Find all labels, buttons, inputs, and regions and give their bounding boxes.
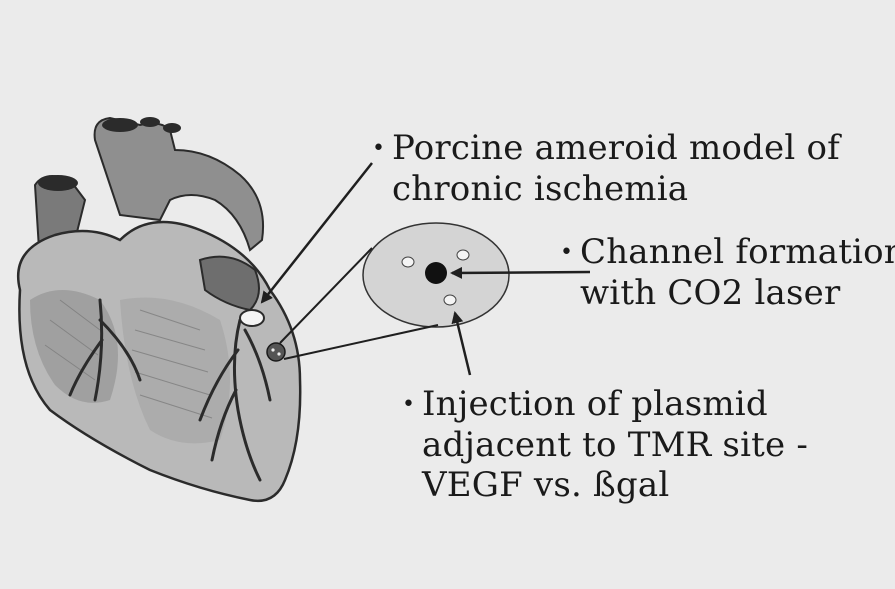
- annotation-line: Injection of plasmid: [422, 384, 768, 424]
- annotation-injection: •Injection of plasmid adjacent to TMR si…: [402, 384, 808, 505]
- tmr-site-inset: [363, 223, 509, 327]
- annotation-line: Channel formation: [580, 232, 895, 272]
- annotation-line: VEGF vs. ßgal: [422, 465, 669, 505]
- bullet: •: [560, 233, 580, 273]
- ameroid-constrictor: [240, 310, 264, 326]
- bullet: •: [372, 129, 392, 169]
- arrow-ameroid: [262, 163, 372, 302]
- bullet: •: [402, 385, 422, 425]
- annotation-line: with CO2 laser: [580, 273, 840, 313]
- tmr-site-marker: [267, 343, 285, 361]
- pulmonary-opening: [38, 175, 78, 191]
- heart-illustration: [18, 117, 300, 501]
- vessel-top-3: [163, 123, 181, 133]
- annotation-line: adjacent to TMR site -: [422, 425, 808, 465]
- injection-dot-3: [444, 295, 456, 305]
- annotation-line: chronic ischemia: [392, 169, 688, 209]
- laser-channel: [425, 262, 447, 284]
- vessel-top-2: [140, 117, 160, 127]
- annotation-ameroid: •Porcine ameroid model of chronic ischem…: [372, 128, 840, 209]
- annotation-channel: •Channel formation with CO2 laser: [560, 232, 895, 313]
- injection-dot-1: [402, 257, 414, 267]
- annotation-line: Porcine ameroid model of: [392, 128, 840, 168]
- injection-dot-2: [457, 250, 469, 260]
- vessel-top-1: [102, 118, 138, 132]
